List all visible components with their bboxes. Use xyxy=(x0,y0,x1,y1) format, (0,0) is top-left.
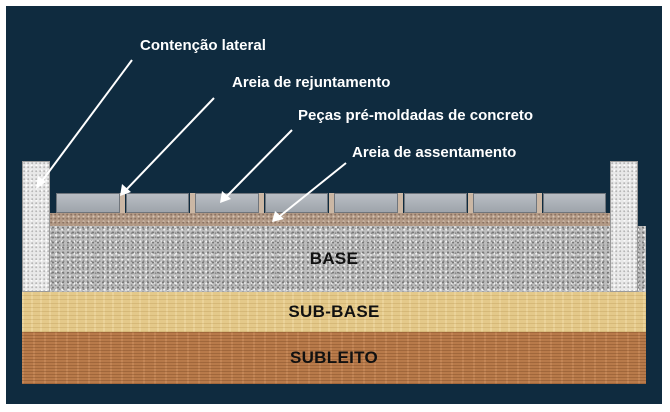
paver-block xyxy=(125,193,189,213)
sand-joint xyxy=(259,193,264,213)
sand-joint xyxy=(467,193,473,213)
sub-base-layer: SUB-BASE xyxy=(22,292,646,332)
leader-contencao xyxy=(41,59,133,182)
sand-joint xyxy=(189,193,195,213)
leader-areia-rejuntamento xyxy=(125,97,215,191)
paver-block xyxy=(56,193,120,213)
label-pecas-pre-moldadas: Peças pré-moldadas de concreto xyxy=(298,107,534,124)
right-curb xyxy=(610,161,638,292)
arrowhead-areia-assentamento xyxy=(272,211,284,222)
leader-areia-assentamento xyxy=(279,162,347,217)
subleito-label: SUBLEITO xyxy=(289,348,379,367)
arrowhead-areia-rejuntamento xyxy=(120,184,131,196)
arrowhead-contencao xyxy=(36,176,46,189)
paver-block xyxy=(473,193,537,213)
base-label: BASE xyxy=(309,249,359,268)
sand-joint xyxy=(120,193,125,213)
sub-base-label: SUB-BASE xyxy=(288,302,380,321)
subleito-layer: SUBLEITO xyxy=(22,332,646,384)
sand-joint xyxy=(328,193,334,213)
paver-block xyxy=(403,193,467,213)
sand-joint xyxy=(537,193,542,213)
label-contencao-lateral: Contenção lateral xyxy=(140,37,266,54)
paver-block xyxy=(334,193,398,213)
left-curb xyxy=(22,161,50,292)
leader-pecas xyxy=(226,129,293,197)
label-areia-assentamento: Areia de assentamento xyxy=(352,144,517,161)
laying-sand-layer xyxy=(50,213,610,226)
paver-block xyxy=(195,193,259,213)
label-areia-rejuntamento: Areia de rejuntamento xyxy=(232,74,391,91)
paver-block xyxy=(542,193,606,213)
arrowhead-pecas xyxy=(220,191,231,203)
sand-joint xyxy=(398,193,403,213)
base-layer: BASE xyxy=(22,226,646,292)
